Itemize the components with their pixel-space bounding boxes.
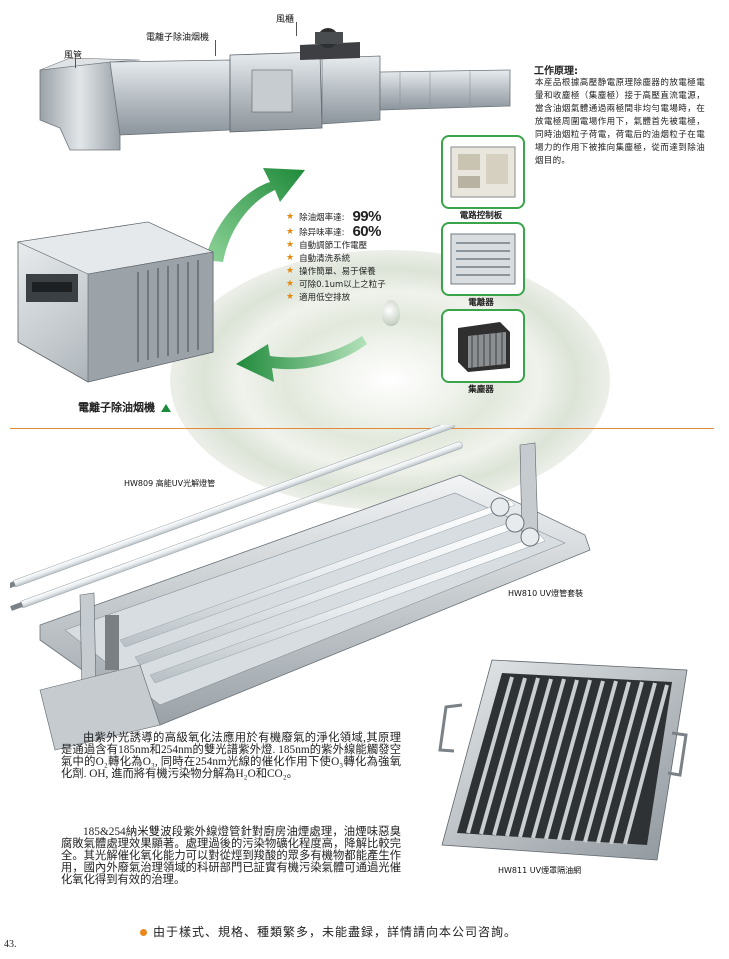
star-icon: ★ xyxy=(286,211,295,222)
bullet-dot-icon xyxy=(140,929,147,936)
duct-system-illustration xyxy=(39,28,511,151)
feature-low-emission: ★ 適用低空排放 xyxy=(286,290,386,303)
filter-caption: HW811 UV煙罩隔油網 xyxy=(498,866,582,875)
feature-text: 可除0.1um以上之粒子 xyxy=(299,279,386,290)
purifier-callout-line xyxy=(215,40,216,56)
duct-label: 風管 xyxy=(64,51,83,61)
star-icon: ★ xyxy=(286,239,295,250)
feature-value: 99% xyxy=(352,208,381,225)
circuit-board-photo xyxy=(441,135,525,209)
purifier-machine-illustration xyxy=(16,221,214,383)
green-arrow-up-icon xyxy=(205,168,305,262)
lamp-caption: HW809 高能UV光解燈管 xyxy=(124,479,216,488)
feature-odor-removal: ★ 除异味率達: 60% xyxy=(286,223,386,240)
paragraph-uv-effect: 185&254納米雙波段紫外線燈管針對廚房油煙處理，油煙味惡臭腐敗氣體處理效果顯… xyxy=(61,826,401,886)
feature-voltage: ★ 自動調節工作電壓 xyxy=(286,238,386,251)
ionizer-caption: 電離器 xyxy=(468,298,494,308)
star-icon: ★ xyxy=(286,278,295,289)
features-list: ★ 除油烟率達: 99% ★ 除异味率達: 60% ★ 自動調節工作電壓 ★ 自… xyxy=(286,208,386,303)
circuit-board-caption: 電路控制板 xyxy=(459,211,503,221)
collector-icon xyxy=(458,322,510,372)
feature-maintenance: ★ 操作簡單、易于保養 xyxy=(286,264,386,277)
collector-photo xyxy=(441,309,525,383)
feature-cleaning: ★ 自動清洗系統 xyxy=(286,251,386,264)
duct-callout-line xyxy=(75,58,76,68)
feature-oil-removal: ★ 除油烟率達: 99% xyxy=(286,208,386,225)
star-icon: ★ xyxy=(286,226,295,237)
green-arrow-left-icon xyxy=(236,336,367,382)
ionizer-icon xyxy=(450,233,516,285)
principle-body: 本産品根據高壓静電原理除塵器的放電極電暈和收塵極（集塵極）接于高壓直流電源，當含… xyxy=(535,78,705,166)
triangle-icon xyxy=(161,404,171,412)
water-drop xyxy=(382,300,400,326)
feature-text: 除异味率達: xyxy=(299,227,345,238)
feature-particles: ★ 可除0.1um以上之粒子 xyxy=(286,277,386,290)
principle-title: 工作原理: xyxy=(534,66,578,77)
feature-value: 60% xyxy=(352,223,381,240)
feature-text: 操作簡單、易于保養 xyxy=(299,266,376,277)
paragraph-uv-principle: 由紫外光誘導的高級氧化法應用於有機廢氣的淨化領域,其原理是通過含有185nm和2… xyxy=(61,732,401,780)
fan-label: 風櫃 xyxy=(276,15,295,25)
circuit-board-icon xyxy=(450,146,516,198)
star-icon: ★ xyxy=(286,291,295,302)
page-number: 43. xyxy=(4,939,17,950)
feature-text: 自動調節工作電壓 xyxy=(299,240,368,251)
feature-text: 適用低空排放 xyxy=(299,292,351,303)
machine-title: 電離子除油烟機 xyxy=(78,399,171,415)
star-icon: ★ xyxy=(286,265,295,276)
footer-note-text: 由于樣式、規格、種類繁多，未能盡録，詳情請向本公司咨詢。 xyxy=(153,925,518,939)
section-divider xyxy=(10,428,714,429)
star-icon: ★ xyxy=(286,252,295,263)
collector-caption: 集塵器 xyxy=(468,385,494,395)
kit-caption: HW810 UV燈管套裝 xyxy=(508,589,584,598)
feature-text: 自動清洗系統 xyxy=(299,253,351,264)
footer-note: 由于樣式、規格、種類繁多，未能盡録，詳情請向本公司咨詢。 xyxy=(140,923,517,940)
grease-filter-illustration xyxy=(438,659,688,861)
fan-callout-line xyxy=(296,22,297,36)
uv-lamp-kit-illustration xyxy=(10,425,591,751)
purifier-label: 電離子除油烟機 xyxy=(146,33,210,43)
machine-title-text: 電離子除油烟機 xyxy=(78,401,155,414)
feature-text: 除油烟率達: xyxy=(299,212,345,223)
ionizer-photo xyxy=(441,222,525,296)
